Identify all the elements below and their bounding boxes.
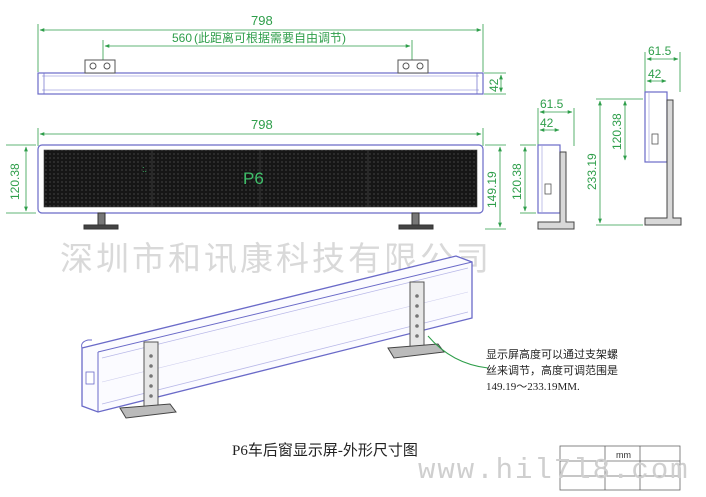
perspective-view <box>81 255 489 419</box>
site-watermark: www.hil7l8.com <box>418 454 690 487</box>
side-high-width-label: 61.5 <box>648 44 672 58</box>
front-length-label: 798 <box>251 117 273 132</box>
top-height-label: 42 <box>487 78 501 92</box>
drawing-caption: P6车后窗显示屏-外形尺寸图 <box>232 441 418 459</box>
top-bracket-left <box>84 59 116 74</box>
bracket-spacing-label: 560(此距离可根据需要自由调节) <box>172 30 346 45</box>
side-view-low: 61.5 42 120.38 <box>510 97 575 230</box>
front-min-height-label: 149.19 <box>485 171 499 208</box>
top-bracket-right <box>397 59 429 74</box>
svg-text:丝来调节，高度可调范围是: 丝来调节，高度可调范围是 <box>486 363 618 377</box>
side-low-height-label: 120.38 <box>510 163 524 200</box>
length-dimension-label: 798 <box>251 13 273 28</box>
top-view: 798 560(此距离可根据需要自由调节) 42 <box>37 13 506 95</box>
led-panel <box>43 149 478 208</box>
front-panel-height-label: 120.38 <box>8 163 22 200</box>
perspective-stand-right <box>387 281 445 359</box>
side-low-bracket <box>537 151 575 230</box>
front-view: 798 P6 :. 120.38 149.19 <box>6 117 506 230</box>
side-high-bracket <box>644 99 682 226</box>
side-high-panel-height-label: 120.38 <box>610 113 624 150</box>
note-leader-line <box>427 335 489 369</box>
svg-text:显示屏高度可以通过支架螺: 显示屏高度可以通过支架螺 <box>486 347 618 361</box>
top-view-body <box>37 72 484 95</box>
svg-text::.: :. <box>142 164 147 174</box>
side-view-high: 61.5 42 233.19 120.38 <box>585 44 682 226</box>
side-low-depth-label: 42 <box>540 116 554 130</box>
front-stand-left <box>83 212 119 230</box>
title-block-unit: mm <box>616 450 631 460</box>
perspective-stand-left <box>119 341 177 419</box>
svg-text:149.19～233.19MM.: 149.19～233.19MM. <box>486 381 580 393</box>
front-stand-right <box>398 212 434 230</box>
side-high-body <box>644 91 668 163</box>
title-block <box>559 445 681 491</box>
adjustment-note: 显示屏高度可以通过支架螺 丝来调节，高度可调范围是 149.19～233.19M… <box>486 347 618 393</box>
side-low-body <box>537 144 561 214</box>
side-high-max-height-label: 233.19 <box>585 153 599 190</box>
side-high-depth-label: 42 <box>648 67 662 81</box>
screen-text: P6 <box>243 169 264 188</box>
side-low-width-label: 61.5 <box>540 97 564 111</box>
